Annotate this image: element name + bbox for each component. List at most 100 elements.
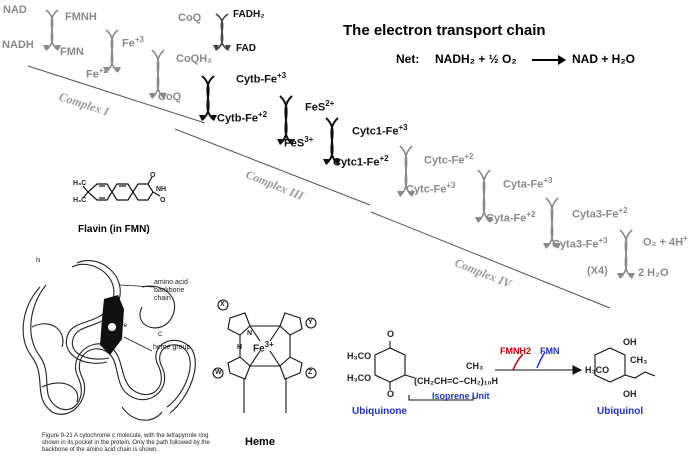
fad-coq-arrows — [215, 13, 229, 51]
isoprene-ch3: CH₃ — [466, 361, 484, 371]
net-product: NAD + H₂O — [572, 52, 636, 66]
x4-label: (X4) — [587, 265, 608, 277]
isoprene-formula: (CH₂CH=C–CH₂)₁₀H — [414, 376, 499, 386]
cytc1-fe3-label: Cytc1-Fe+3 — [352, 123, 408, 138]
protein-fe-label: Fe — [120, 323, 128, 329]
fes2-label: FeS2+ — [305, 99, 335, 114]
fes3-label: FeS3+ — [284, 135, 314, 150]
coq-cytb-arrows-head — [211, 115, 217, 121]
net-label: Net: — [396, 52, 420, 66]
fmnh-label: FMNH — [65, 11, 97, 23]
cyta-cyta3-arrows-head — [555, 243, 561, 249]
flavin-nh: NH — [156, 186, 167, 193]
cytc1-cytc-arrows-head — [397, 191, 403, 197]
net-reactant: NADH₂ + ½ O₂ — [435, 52, 517, 66]
fes-cytc1-arrows-head — [323, 159, 329, 165]
cyta-fe3-label: Cyta-Fe+3 — [503, 176, 553, 191]
heme-fe-label: Fe3+ — [253, 340, 274, 355]
h2o-label: 2 H₂O — [638, 267, 669, 279]
fad-label: FAD — [236, 43, 256, 54]
heme-callout: heme group — [153, 344, 191, 351]
ubiquinone-structure — [374, 341, 656, 401]
nad-fmn-arrows-head — [43, 45, 49, 51]
cytc-cyta-arrows-head — [487, 217, 493, 223]
coqh2-label: CoQH₂ — [176, 53, 213, 65]
flavin-h3c-bottom: H₃C — [73, 197, 87, 204]
heme-label: Heme — [245, 436, 275, 448]
cytc-cyta-arrows-head — [475, 217, 481, 223]
figure-caption: Figure 9-21 A cytochrome c molecule, wit… — [42, 433, 210, 453]
fad-coq-arrows-head — [213, 45, 219, 51]
ubiquinol-oh-bottom: OH — [623, 389, 637, 399]
cytc1-cytc-arrows-head — [409, 191, 415, 197]
fad-coq-arrows-head — [225, 45, 231, 51]
cytb-fe2-label: Cytb-Fe+2 — [217, 110, 268, 125]
coq-2-label: CoQ — [158, 91, 182, 103]
heme-h-label: H — [237, 344, 243, 351]
protein-c-label: C — [158, 332, 163, 338]
fmn-fe-arrows-head — [115, 67, 121, 73]
heme-n-label: N — [247, 330, 253, 337]
fmn-fe-arrows — [105, 29, 119, 73]
fe-coq-arrows-head — [161, 93, 167, 99]
fe-coq-arrows-head — [149, 93, 155, 99]
ubiquinone-h3co-bottom: H₃CO — [347, 373, 372, 383]
heme-z-label: Z — [308, 369, 313, 376]
flavin-h3c-top: H₃C — [73, 180, 87, 187]
cyta-cyta3-arrows — [545, 197, 559, 249]
cytc1-fe2-label: Cytc1-Fe+2 — [333, 154, 389, 169]
ubiquinol-label: Ubiquinol — [597, 406, 644, 417]
fmn-label: FMN — [60, 46, 84, 58]
heme-x-label: X — [220, 301, 225, 308]
complex-separator-line — [174, 128, 371, 206]
cyta3-o2-arrows — [619, 229, 633, 279]
cytochrome-c-ribbon — [22, 260, 196, 421]
nadh-label: NADH — [2, 39, 34, 51]
fes-cytc1-arrows — [325, 117, 339, 165]
cyta3-fe3-label: Cyta3-Fe+3 — [552, 236, 608, 251]
ubiquinol-oh-top: OH — [623, 337, 637, 347]
isoprene-unit-label: Isoprene Unit — [432, 391, 490, 401]
heme-y-label: Y — [308, 319, 313, 326]
nad-fmn-arrows — [45, 9, 59, 51]
flavin-structure — [82, 176, 161, 201]
nad-label: NAD — [3, 4, 27, 16]
net-arrow-icon — [532, 55, 566, 65]
cytc1-cytc-arrows — [399, 145, 413, 197]
cytb-fes-arrows — [279, 95, 293, 145]
fe-coq-arrows — [151, 49, 165, 99]
backbone-callout: amino acid backbone chain — [154, 279, 188, 303]
ubiquinone-label: Ubiquinone — [352, 406, 407, 417]
nad-fmn-arrows-head — [55, 45, 61, 51]
cytc-fe2-label: Cytc-Fe+2 — [424, 152, 474, 167]
cytb-fes-arrows-head — [289, 139, 295, 145]
flavin-o-right: O — [160, 197, 166, 204]
cyta3-o2-arrows-head — [617, 273, 623, 279]
cyta-cyta3-arrows-head — [543, 243, 549, 249]
coq-label: CoQ — [178, 12, 202, 24]
cytc-cyta-arrows — [477, 169, 491, 223]
flavin-label: Flavin (in FMN) — [78, 224, 150, 235]
fmn-fe-arrows-head — [103, 67, 109, 73]
heme-structure — [212, 299, 317, 413]
ubiquinone-h3co-top: H₃CO — [347, 351, 372, 361]
ubiquinone-o-bottom: O — [387, 389, 395, 399]
cyta3-o2-arrows-head — [629, 273, 635, 279]
ubiquinone-o-top: O — [387, 329, 395, 339]
heme-w-label: W — [215, 369, 222, 376]
fe2-label: Fe+2 — [86, 66, 108, 81]
complex-separator-line — [370, 211, 611, 309]
coq-cytb-arrows-head — [199, 115, 205, 121]
chart-title: The electron transport chain — [343, 22, 546, 39]
cyta-fe2-label: Cyta-Fe+2 — [486, 210, 536, 225]
fe3-label: Fe+3 — [122, 35, 144, 50]
cyta3-fe2-label: Cyta3-Fe+2 — [572, 206, 628, 221]
cytc-fe3-label: Cytc-Fe+3 — [406, 181, 456, 196]
cytb-fe3-label: Cytb-Fe+3 — [236, 71, 287, 86]
protein-n-label: N — [36, 258, 41, 264]
ubiquinol-ch3: CH₃ — [630, 355, 648, 365]
flavin-o-top: O — [150, 172, 156, 179]
cytb-fes-arrows-head — [277, 139, 283, 145]
